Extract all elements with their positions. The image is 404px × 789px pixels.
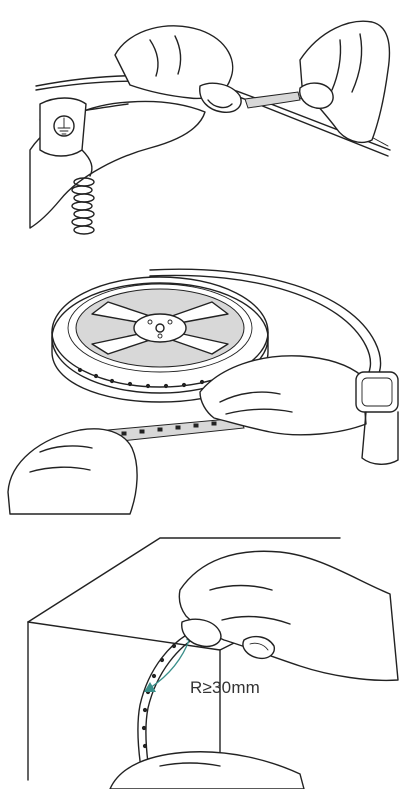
bend-radius-label: R≥30mm [190,678,260,698]
step-2-unroll-reel-illustration [0,262,404,517]
step-1-peel-backing-illustration [0,0,404,240]
step-3-bend-radius-illustration: R≥30mm [0,530,404,789]
